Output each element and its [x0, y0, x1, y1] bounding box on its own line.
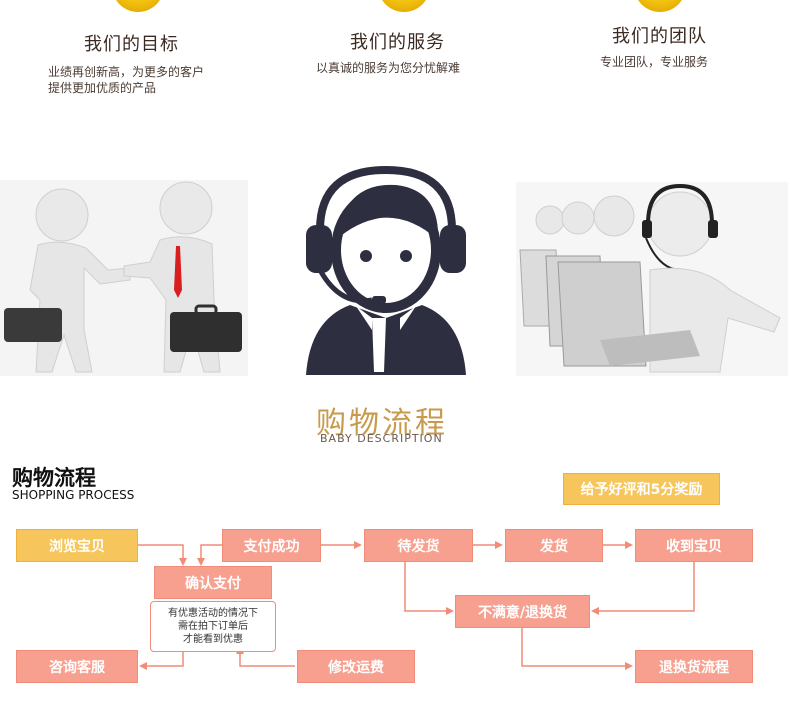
step-await-ship: 待发货: [364, 529, 473, 562]
process-arrows: [138, 544, 695, 667]
goal-title: 我们的目标: [84, 34, 179, 55]
note-line-2: 需在拍下订单后: [178, 621, 248, 632]
step-modify-freight: 修改运费: [297, 650, 415, 683]
goal-desc-1: 业绩再创新高，为更多的客户: [48, 65, 205, 79]
service-desc: 以真诚的服务为您分忧解难: [316, 61, 461, 75]
discount-note: 有优惠活动的情况下 需在拍下订单后 才能看到优惠: [150, 601, 276, 652]
arrow-heads: [139, 541, 633, 670]
note-line-3: 才能看到优惠: [183, 634, 243, 645]
step-receive: 收到宝贝: [635, 529, 753, 562]
banner-title: 购物流程: [316, 406, 448, 441]
team-title: 我们的团队: [612, 26, 707, 47]
step-ship: 发货: [505, 529, 603, 562]
step-return-process: 退换货流程: [635, 650, 753, 683]
banner-subtitle: BABY DESCRIPTION: [320, 432, 443, 445]
step-pay-success: 支付成功: [222, 529, 321, 562]
step-unsatisfied: 不满意/退换货: [455, 595, 590, 628]
handshake-image: [0, 180, 248, 376]
process-title: 购物流程: [12, 466, 96, 490]
customer-service-icon: [306, 165, 466, 375]
call-center-team-image: [516, 182, 788, 376]
reward-badge: 给予好评和5分奖励: [563, 473, 720, 505]
process-subtitle: SHOPPING PROCESS: [12, 488, 135, 502]
step-confirm-pay: 确认支付: [154, 566, 272, 599]
step-browse: 浏览宝贝: [16, 529, 138, 562]
service-title: 我们的服务: [350, 32, 445, 53]
step-consult: 咨询客服: [16, 650, 138, 683]
goal-desc-2: 提供更加优质的产品: [48, 81, 157, 95]
note-line-1: 有优惠活动的情况下: [168, 608, 258, 619]
team-desc: 专业团队，专业服务: [600, 55, 709, 69]
